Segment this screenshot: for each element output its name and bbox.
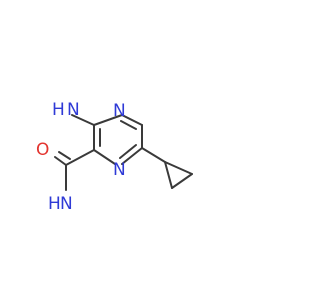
structure-svg: N N H N O H N [36,100,193,214]
bond-carbonyl-double-2 [58,151,71,160]
cyclopropyl-group [141,147,193,189]
bond-ring-6 [121,114,143,126]
bond-ring-to-carbonyl [65,149,95,166]
atom-n-ring-top: N [113,101,126,121]
atom-amide-h: H [48,194,61,214]
atom-amine-h: H [52,100,65,120]
bond-ring-double-2 [119,144,137,159]
bond-ring-3 [93,149,116,165]
atom-n-ring-bottom: N [113,160,126,180]
amino-group [71,114,95,126]
molecule-canvas: N N H N O H N [36,100,193,214]
atom-amine-n: N [67,100,80,120]
bond-ring-1 [93,114,123,126]
bond-carbonyl-double-1 [54,156,67,166]
atom-amide-n: N [60,194,73,214]
bond-cyclopropyl-3 [164,161,193,175]
bond-cyclopropyl-1 [164,161,173,189]
bond-ring-to-cyclopropyl [141,147,166,163]
pyrazine-ring [93,114,143,165]
atom-amide-o: O [36,140,49,160]
bond-ring-double-3 [120,120,137,130]
bond-amine [71,114,95,126]
carboxamide-group [54,149,95,191]
bond-ring-4 [121,147,143,165]
bond-cyclopropyl-2 [171,173,193,189]
